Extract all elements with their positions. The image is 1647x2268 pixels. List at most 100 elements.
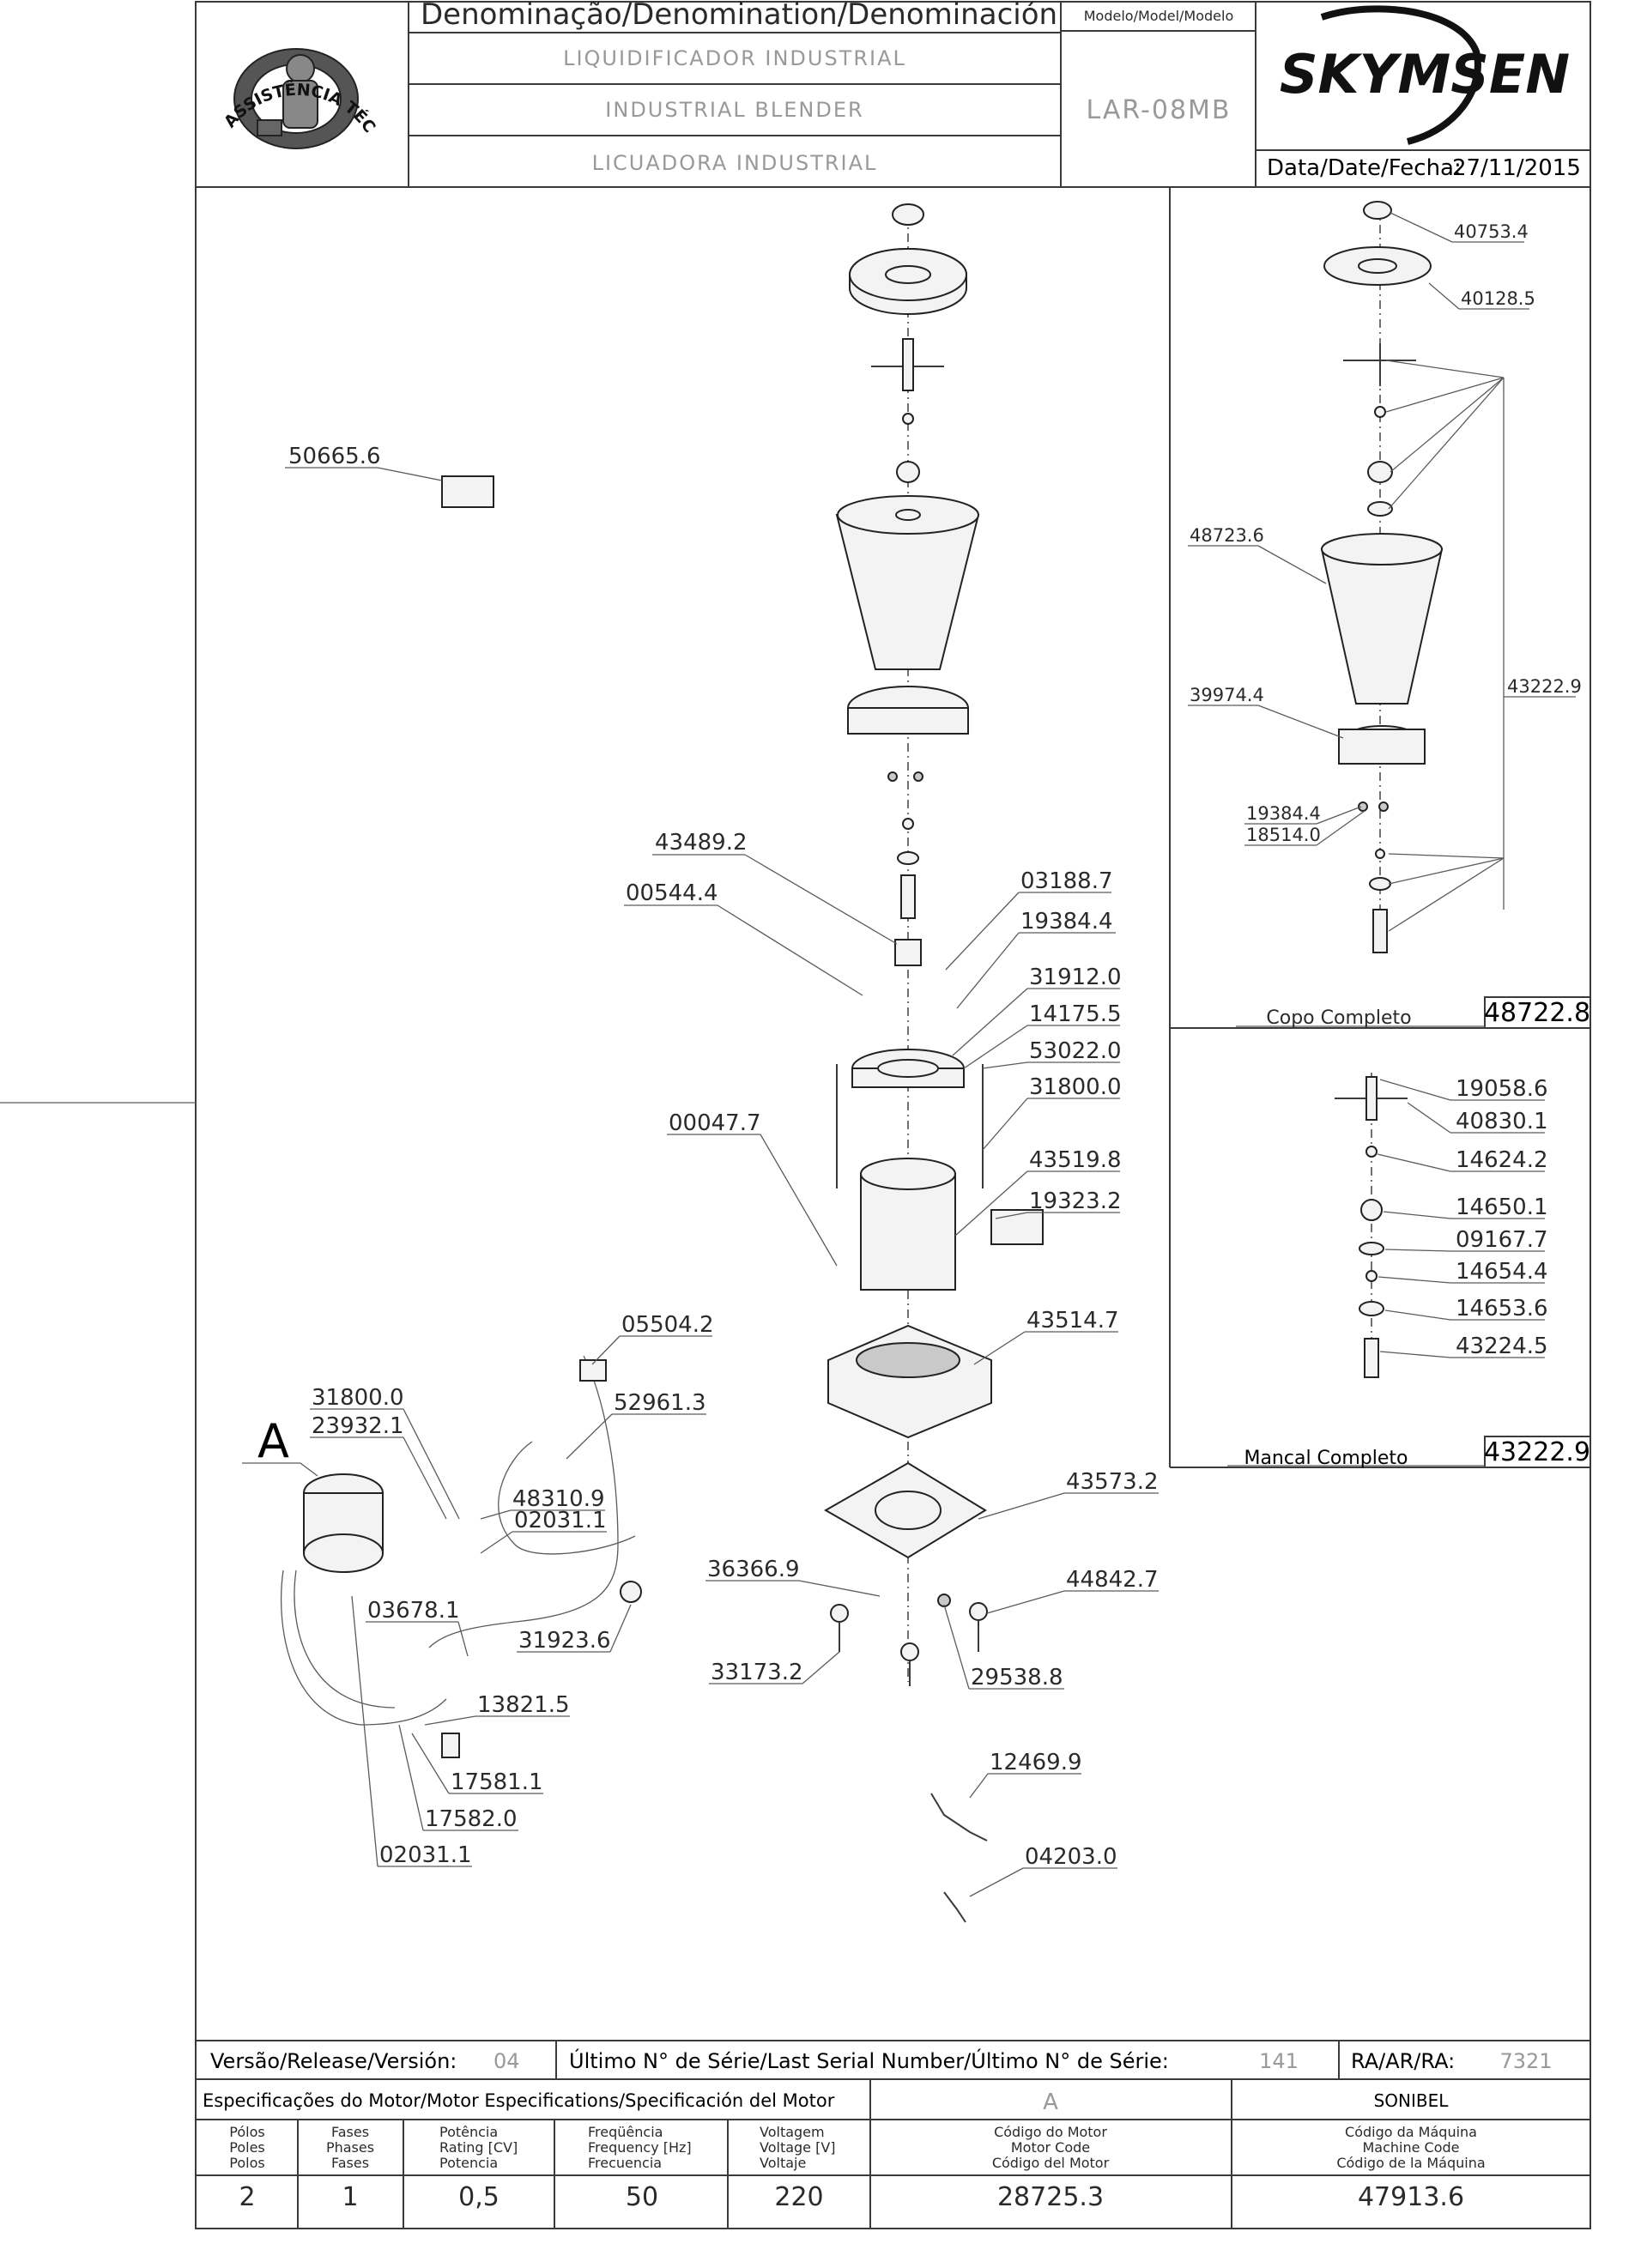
poles-value: 2 [239, 2182, 255, 2212]
date-label: Data/Date/Fecha: [1267, 155, 1462, 181]
callout-03188-7: 03188.7 [1020, 868, 1113, 894]
svg-text:09167.7: 09167.7 [1456, 1227, 1548, 1253]
callout-02031-1-b: 02031.1 [379, 1842, 472, 1868]
callout-31912-0: 31912.0 [1029, 965, 1122, 990]
footer-table: Versão/Release/Versión: 04 Último N° de … [196, 2040, 1590, 2229]
svg-text:Freqüência: Freqüência [588, 2124, 663, 2140]
callout-43519-8: 43519.8 [1029, 1147, 1122, 1173]
skymsen-logo: SKYMSEN [1280, 5, 1570, 145]
svg-text:Frecuencia: Frecuencia [588, 2155, 662, 2171]
rating-value: 0,5 [458, 2182, 500, 2212]
svg-text:14654.4: 14654.4 [1456, 1259, 1548, 1285]
assistencia-badge-logo: ASSISTÊNCIA TÉCNICA AUTORIZADA [0, 0, 379, 149]
svg-text:43224.5: 43224.5 [1456, 1334, 1548, 1359]
callouts-main: 50665.6 43489.2 00544.4 03188.7 19384.4 … [285, 444, 1159, 1897]
date-value: 27/11/2015 [1452, 155, 1581, 181]
callout-31923-6: 31923.6 [518, 1628, 611, 1654]
callout-13821-5: 13821.5 [477, 1692, 570, 1718]
copo-completo-code: 48722.8 [1484, 998, 1590, 1028]
svg-text:40753.4: 40753.4 [1454, 221, 1529, 242]
frequency-value: 50 [626, 2182, 658, 2212]
callout-00047-7: 00047.7 [669, 1110, 761, 1136]
callout-43514-7: 43514.7 [1026, 1308, 1119, 1334]
svg-text:SKYMSEN: SKYMSEN [1280, 43, 1570, 106]
svg-text:Potencia: Potencia [439, 2155, 498, 2171]
spec-col-rating: Potência Rating [CV] Potencia 0,5 [439, 2124, 518, 2212]
version-value: 04 [493, 2049, 520, 2073]
svg-text:14624.2: 14624.2 [1456, 1147, 1548, 1173]
callouts-copo: 40753.4 40128.5 48723.6 43222.9 39974.4 … [1188, 212, 1582, 932]
title-block: ASSISTÊNCIA TÉCNICA AUTORIZADA Denominaç… [0, 0, 1590, 188]
svg-text:Fases: Fases [331, 2155, 369, 2171]
callout-02031-1-a: 02031.1 [514, 1508, 607, 1533]
spec-col-phases: Fases Phases Fases 1 [326, 2124, 374, 2212]
version-label: Versão/Release/Versión: [210, 2049, 457, 2073]
motor-spec-label: Especificações do Motor/Motor Especifica… [203, 2090, 835, 2111]
motor-code-value: 28725.3 [997, 2182, 1104, 2212]
svg-text:Código de la Máquina: Código de la Máquina [1336, 2155, 1485, 2171]
callout-31800-0-b: 31800.0 [312, 1385, 404, 1411]
spec-col-poles: Pólos Poles Polos 2 [229, 2124, 265, 2212]
callout-04203-0: 04203.0 [1025, 1844, 1117, 1870]
view-a-label: A [257, 1414, 289, 1468]
spec-col-frequency: Freqüência Frequency [Hz] Frecuencia 50 [588, 2124, 692, 2212]
serial-value: 141 [1259, 2049, 1299, 2073]
serial-label: Último N° de Série/Last Serial Number/Úl… [569, 2047, 1169, 2073]
machine-code-value: 47913.6 [1358, 2182, 1464, 2212]
callout-31800-0-a: 31800.0 [1029, 1074, 1122, 1100]
copo-completo-panel: Copo Completo 48722.8 Mancal Completo 43… [1169, 187, 1591, 1469]
callout-29538-8: 29538.8 [971, 1665, 1063, 1690]
callout-05504-2: 05504.2 [621, 1312, 714, 1338]
phases-value: 1 [342, 2182, 358, 2212]
callout-43489-2: 43489.2 [655, 830, 748, 856]
callout-43573-2: 43573.2 [1066, 1469, 1159, 1495]
svg-text:Código del Motor: Código del Motor [992, 2155, 1110, 2171]
callout-36366-9: 36366.9 [707, 1557, 800, 1582]
copo-completo-label: Copo Completo [1266, 1007, 1411, 1029]
model-label: Modelo/Model/Modelo [1084, 8, 1233, 24]
callout-44842-7: 44842.7 [1066, 1567, 1159, 1593]
svg-text:48723.6: 48723.6 [1190, 525, 1264, 546]
callout-17581-1: 17581.1 [451, 1769, 543, 1795]
ra-label: RA/AR/RA: [1351, 2049, 1455, 2073]
svg-text:43222.9: 43222.9 [1507, 676, 1582, 697]
svg-text:14653.6: 14653.6 [1456, 1296, 1548, 1321]
svg-text:39974.4: 39974.4 [1190, 685, 1264, 705]
svg-text:18514.0: 18514.0 [1246, 825, 1321, 845]
svg-text:Código do Motor: Código do Motor [994, 2124, 1107, 2140]
callout-50665-6: 50665.6 [288, 444, 381, 469]
callout-33173-2: 33173.2 [711, 1660, 803, 1685]
svg-text:40128.5: 40128.5 [1461, 288, 1535, 309]
svg-text:Voltaje: Voltaje [760, 2155, 806, 2171]
svg-text:14650.1: 14650.1 [1456, 1194, 1548, 1220]
svg-text:Frequency [Hz]: Frequency [Hz] [588, 2139, 692, 2156]
svg-text:19384.4: 19384.4 [1246, 803, 1321, 824]
svg-text:Phases: Phases [326, 2139, 374, 2156]
svg-text:Voltagem: Voltagem [760, 2124, 825, 2140]
callout-14175-5: 14175.5 [1029, 1001, 1122, 1027]
svg-text:Pólos: Pólos [229, 2124, 264, 2140]
svg-text:Polos: Polos [229, 2155, 264, 2171]
callout-19384-4: 19384.4 [1020, 909, 1113, 934]
sheet-frame [0, 1, 1591, 2229]
callout-53022-0: 53022.0 [1029, 1038, 1122, 1064]
svg-text:Voltage [V]: Voltage [V] [760, 2139, 836, 2156]
callout-23932-1: 23932.1 [312, 1413, 404, 1439]
callout-19323-2: 19323.2 [1029, 1188, 1122, 1214]
voltage-value: 220 [774, 2182, 823, 2212]
name-en: INDUSTRIAL BLENDER [605, 98, 863, 122]
main-exploded-view [441, 203, 1044, 1923]
spec-col-machine-code: Código da Máquina Machine Code Código de… [1336, 2124, 1485, 2212]
ra-value: 7321 [1499, 2049, 1552, 2073]
spec-col-motor-code: Código do Motor Motor Code Código del Mo… [992, 2124, 1110, 2212]
svg-text:Potência: Potência [439, 2124, 498, 2140]
callout-00544-4: 00544.4 [626, 880, 718, 906]
motor-type: A [1043, 2090, 1058, 2115]
model-number: LAR-08MB [1086, 95, 1231, 125]
svg-text:Machine Code: Machine Code [1362, 2139, 1459, 2156]
motor-brand: SONIBEL [1374, 2090, 1450, 2111]
name-pt: LIQUIDIFICADOR INDUSTRIAL [563, 46, 906, 70]
svg-text:Motor Code: Motor Code [1011, 2139, 1090, 2156]
svg-text:Rating [CV]: Rating [CV] [439, 2139, 518, 2156]
